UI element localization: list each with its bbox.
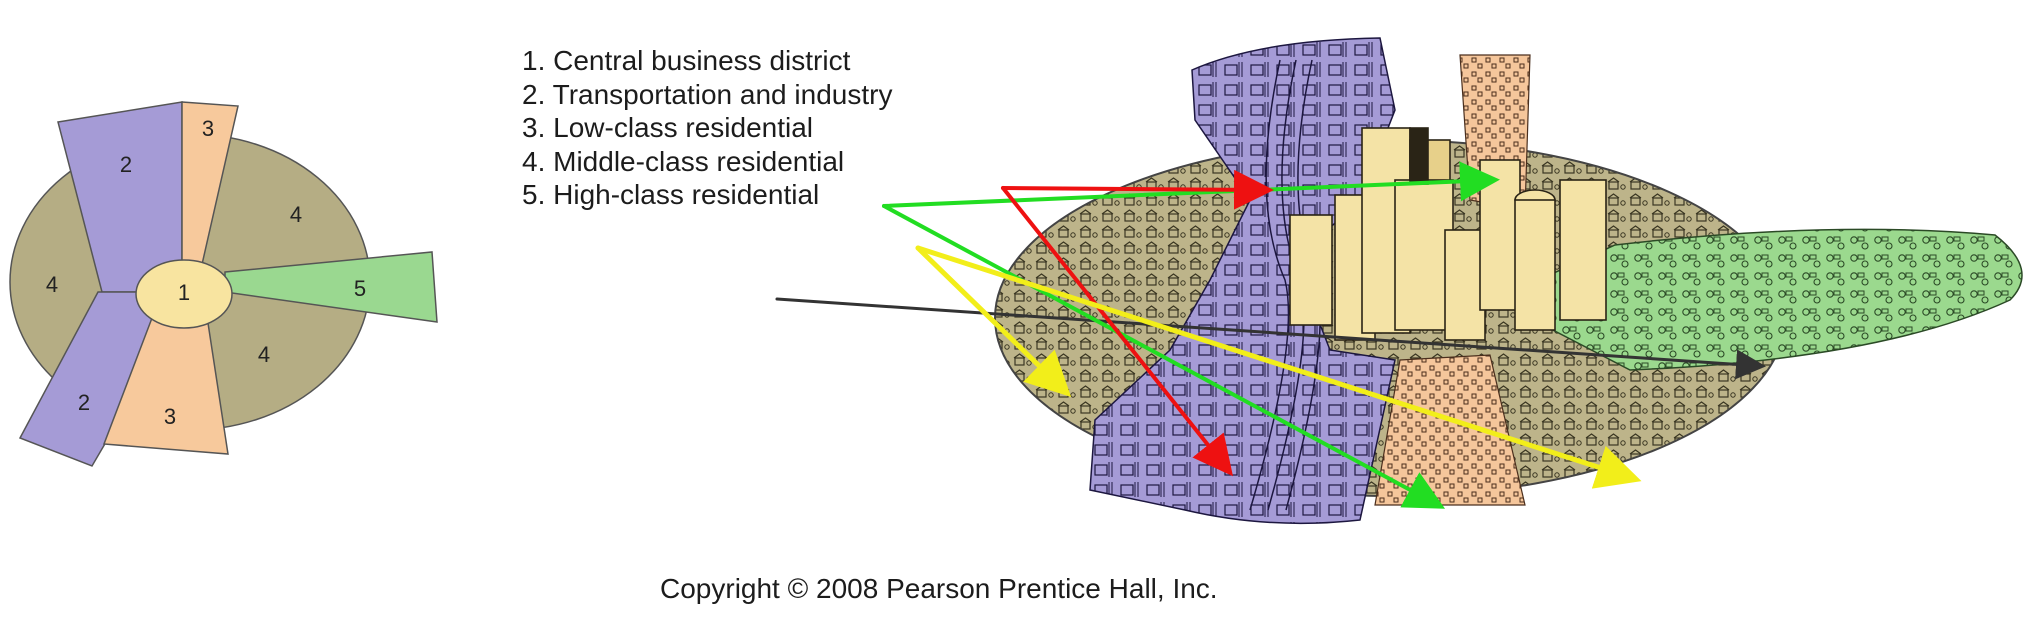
legend-item-cbd: 1. Central business district <box>522 45 851 76</box>
city-high-class-sector <box>1493 228 2023 371</box>
city-low-class-bottom <box>1374 354 1526 506</box>
copyright-notice: Copyright © 2008 Pearson Prentice Hall, … <box>660 573 1218 604</box>
middle-left-label: 4 <box>46 272 58 297</box>
low-class-top-label: 3 <box>202 116 214 141</box>
yellow-arrow-right <box>915 245 1642 489</box>
annotation-arrows <box>775 161 1766 509</box>
low-class-bottom-label: 3 <box>164 404 176 429</box>
green-arrow-upper <box>882 161 1500 208</box>
red-arrow-upper <box>1001 169 1274 210</box>
middle-top-label: 4 <box>290 202 302 227</box>
cbd-zone <box>135 259 233 329</box>
cbd-towers <box>1289 127 1607 341</box>
sector-model-diagram: 1 2 2 3 3 4 4 4 5 <box>9 101 438 467</box>
legend-item-low-class: 3. Low-class residential <box>522 112 814 143</box>
red-arrow-lower <box>1001 186 1233 477</box>
transport-bottom-label: 2 <box>78 390 90 415</box>
legend-item-transportation: 2. Transportation and industry <box>522 78 893 110</box>
high-class-label: 5 <box>354 276 366 301</box>
cbd-label: 1 <box>178 280 190 305</box>
zone-legend: 1. Central business district 2. Transpor… <box>522 44 892 212</box>
black-arrow <box>775 297 1766 380</box>
yellow-arrow-left <box>915 245 1072 397</box>
legend-item-middle-class: 4. Middle-class residential <box>522 145 845 177</box>
city-illustration <box>994 37 2023 525</box>
green-arrow-lower <box>882 204 1446 509</box>
city-transport-sector <box>1089 37 1396 525</box>
legend-item-high-class: 5. High-class residential <box>522 179 820 210</box>
middle-bottom-label: 4 <box>258 342 270 367</box>
transport-top-label: 2 <box>120 152 132 177</box>
